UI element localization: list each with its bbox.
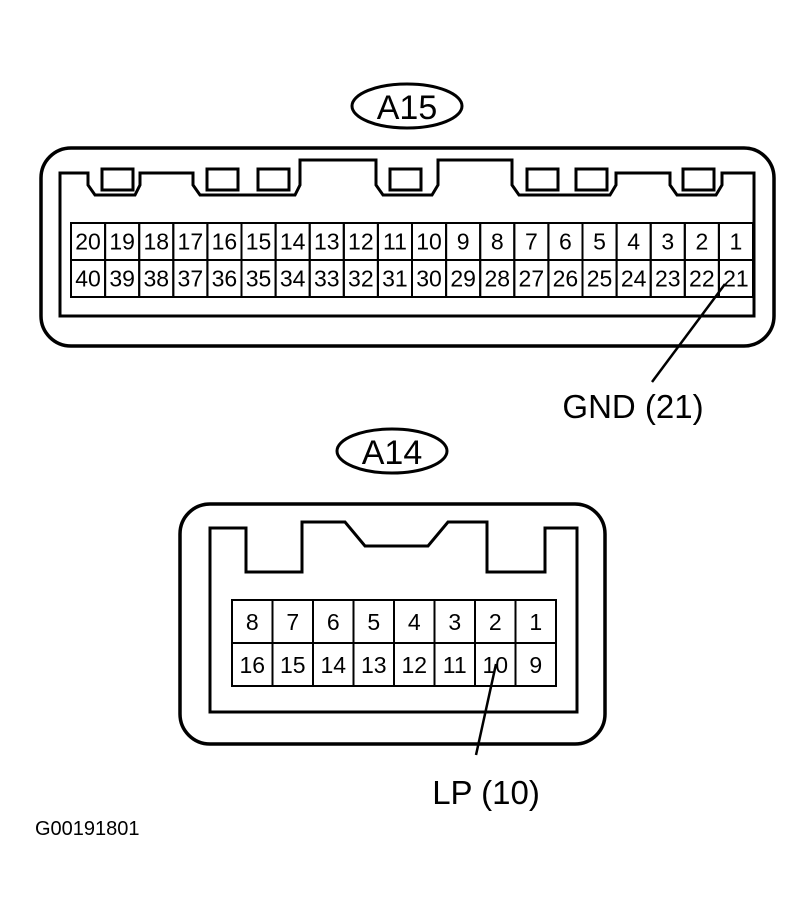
a15-callout-leader	[650, 283, 727, 383]
a15-title-badge: A15	[350, 82, 464, 130]
a15-pin-7: 7	[525, 228, 538, 254]
a15-pin-38: 38	[143, 265, 169, 291]
a15-pin-24: 24	[621, 265, 647, 291]
a14-pin-11: 11	[443, 652, 467, 678]
a15-pin-21: 21	[723, 265, 749, 291]
a14-pin-8: 8	[246, 609, 259, 635]
a15-pin-40: 40	[75, 265, 101, 291]
a15-pin-11: 11	[383, 228, 407, 254]
a15-pin-32: 32	[348, 265, 374, 291]
a14-pin-16: 16	[239, 652, 265, 678]
a15-pin-cell	[717, 259, 755, 298]
a14-callout-leader	[474, 663, 498, 756]
figure-code: G00191801	[35, 818, 140, 840]
a15-pin-18: 18	[143, 228, 169, 254]
a14-pin-6: 6	[327, 609, 340, 635]
a14-pin-9: 9	[529, 652, 542, 678]
a15-pin-28: 28	[484, 265, 510, 291]
a15-pin-27: 27	[519, 265, 545, 291]
a15-pin-25: 25	[587, 265, 613, 291]
a15-pin-36: 36	[212, 265, 238, 291]
a15-pin-35: 35	[246, 265, 272, 291]
a15-pin-19: 19	[109, 228, 135, 254]
a15-pin-22: 22	[689, 265, 715, 291]
a15-pin-9: 9	[457, 228, 470, 254]
a15-pin-34: 34	[280, 265, 306, 291]
a15-pin-2: 2	[695, 228, 708, 254]
a15-pin-10: 10	[416, 228, 442, 254]
a14-pin-grid: 87654321161514131211109	[231, 599, 557, 687]
a14-pin-cell	[514, 642, 557, 687]
a15-pin-8: 8	[491, 228, 504, 254]
a15-pin-14: 14	[280, 228, 306, 254]
a15-pin-31: 31	[382, 265, 408, 291]
a15-pin-1: 1	[730, 228, 743, 254]
a15-pin-4: 4	[627, 228, 640, 254]
a15-connector-housing	[39, 146, 776, 348]
a15-pin-6: 6	[559, 228, 572, 254]
a14-pin-1: 1	[529, 609, 542, 635]
a14-connector-housing	[178, 502, 607, 746]
a15-pin-20: 20	[75, 228, 101, 254]
a14-pin-2: 2	[489, 609, 502, 635]
a14-pin-13: 13	[361, 652, 387, 678]
a15-pin-17: 17	[178, 228, 204, 254]
a14-pin-4: 4	[408, 609, 421, 635]
a15-pin-30: 30	[416, 265, 442, 291]
a15-pin-13: 13	[314, 228, 340, 254]
a14-pin-7: 7	[286, 609, 299, 635]
a14-pin-15: 15	[280, 652, 306, 678]
a15-title: A15	[377, 89, 438, 127]
a14-pin-5: 5	[367, 609, 380, 635]
a14-pin-12: 12	[401, 652, 427, 678]
a14-lp-callout: LP (10)	[432, 774, 540, 811]
a15-pin-37: 37	[178, 265, 204, 291]
a15-pin-3: 3	[661, 228, 674, 254]
a14-title-badge: A14	[335, 427, 449, 475]
a15-pin-29: 29	[450, 265, 476, 291]
a15-pin-33: 33	[314, 265, 340, 291]
a15-pin-5: 5	[593, 228, 606, 254]
a14-title: A14	[362, 434, 423, 472]
a15-pin-12: 12	[348, 228, 374, 254]
a15-pin-15: 15	[246, 228, 272, 254]
a15-pin-39: 39	[109, 265, 135, 291]
a15-pin-23: 23	[655, 265, 681, 291]
a14-pin-14: 14	[320, 652, 346, 678]
a15-pin-26: 26	[553, 265, 579, 291]
a14-pin-3: 3	[448, 609, 461, 635]
a15-gnd-callout: GND (21)	[562, 388, 703, 425]
a15-pin-16: 16	[212, 228, 238, 254]
